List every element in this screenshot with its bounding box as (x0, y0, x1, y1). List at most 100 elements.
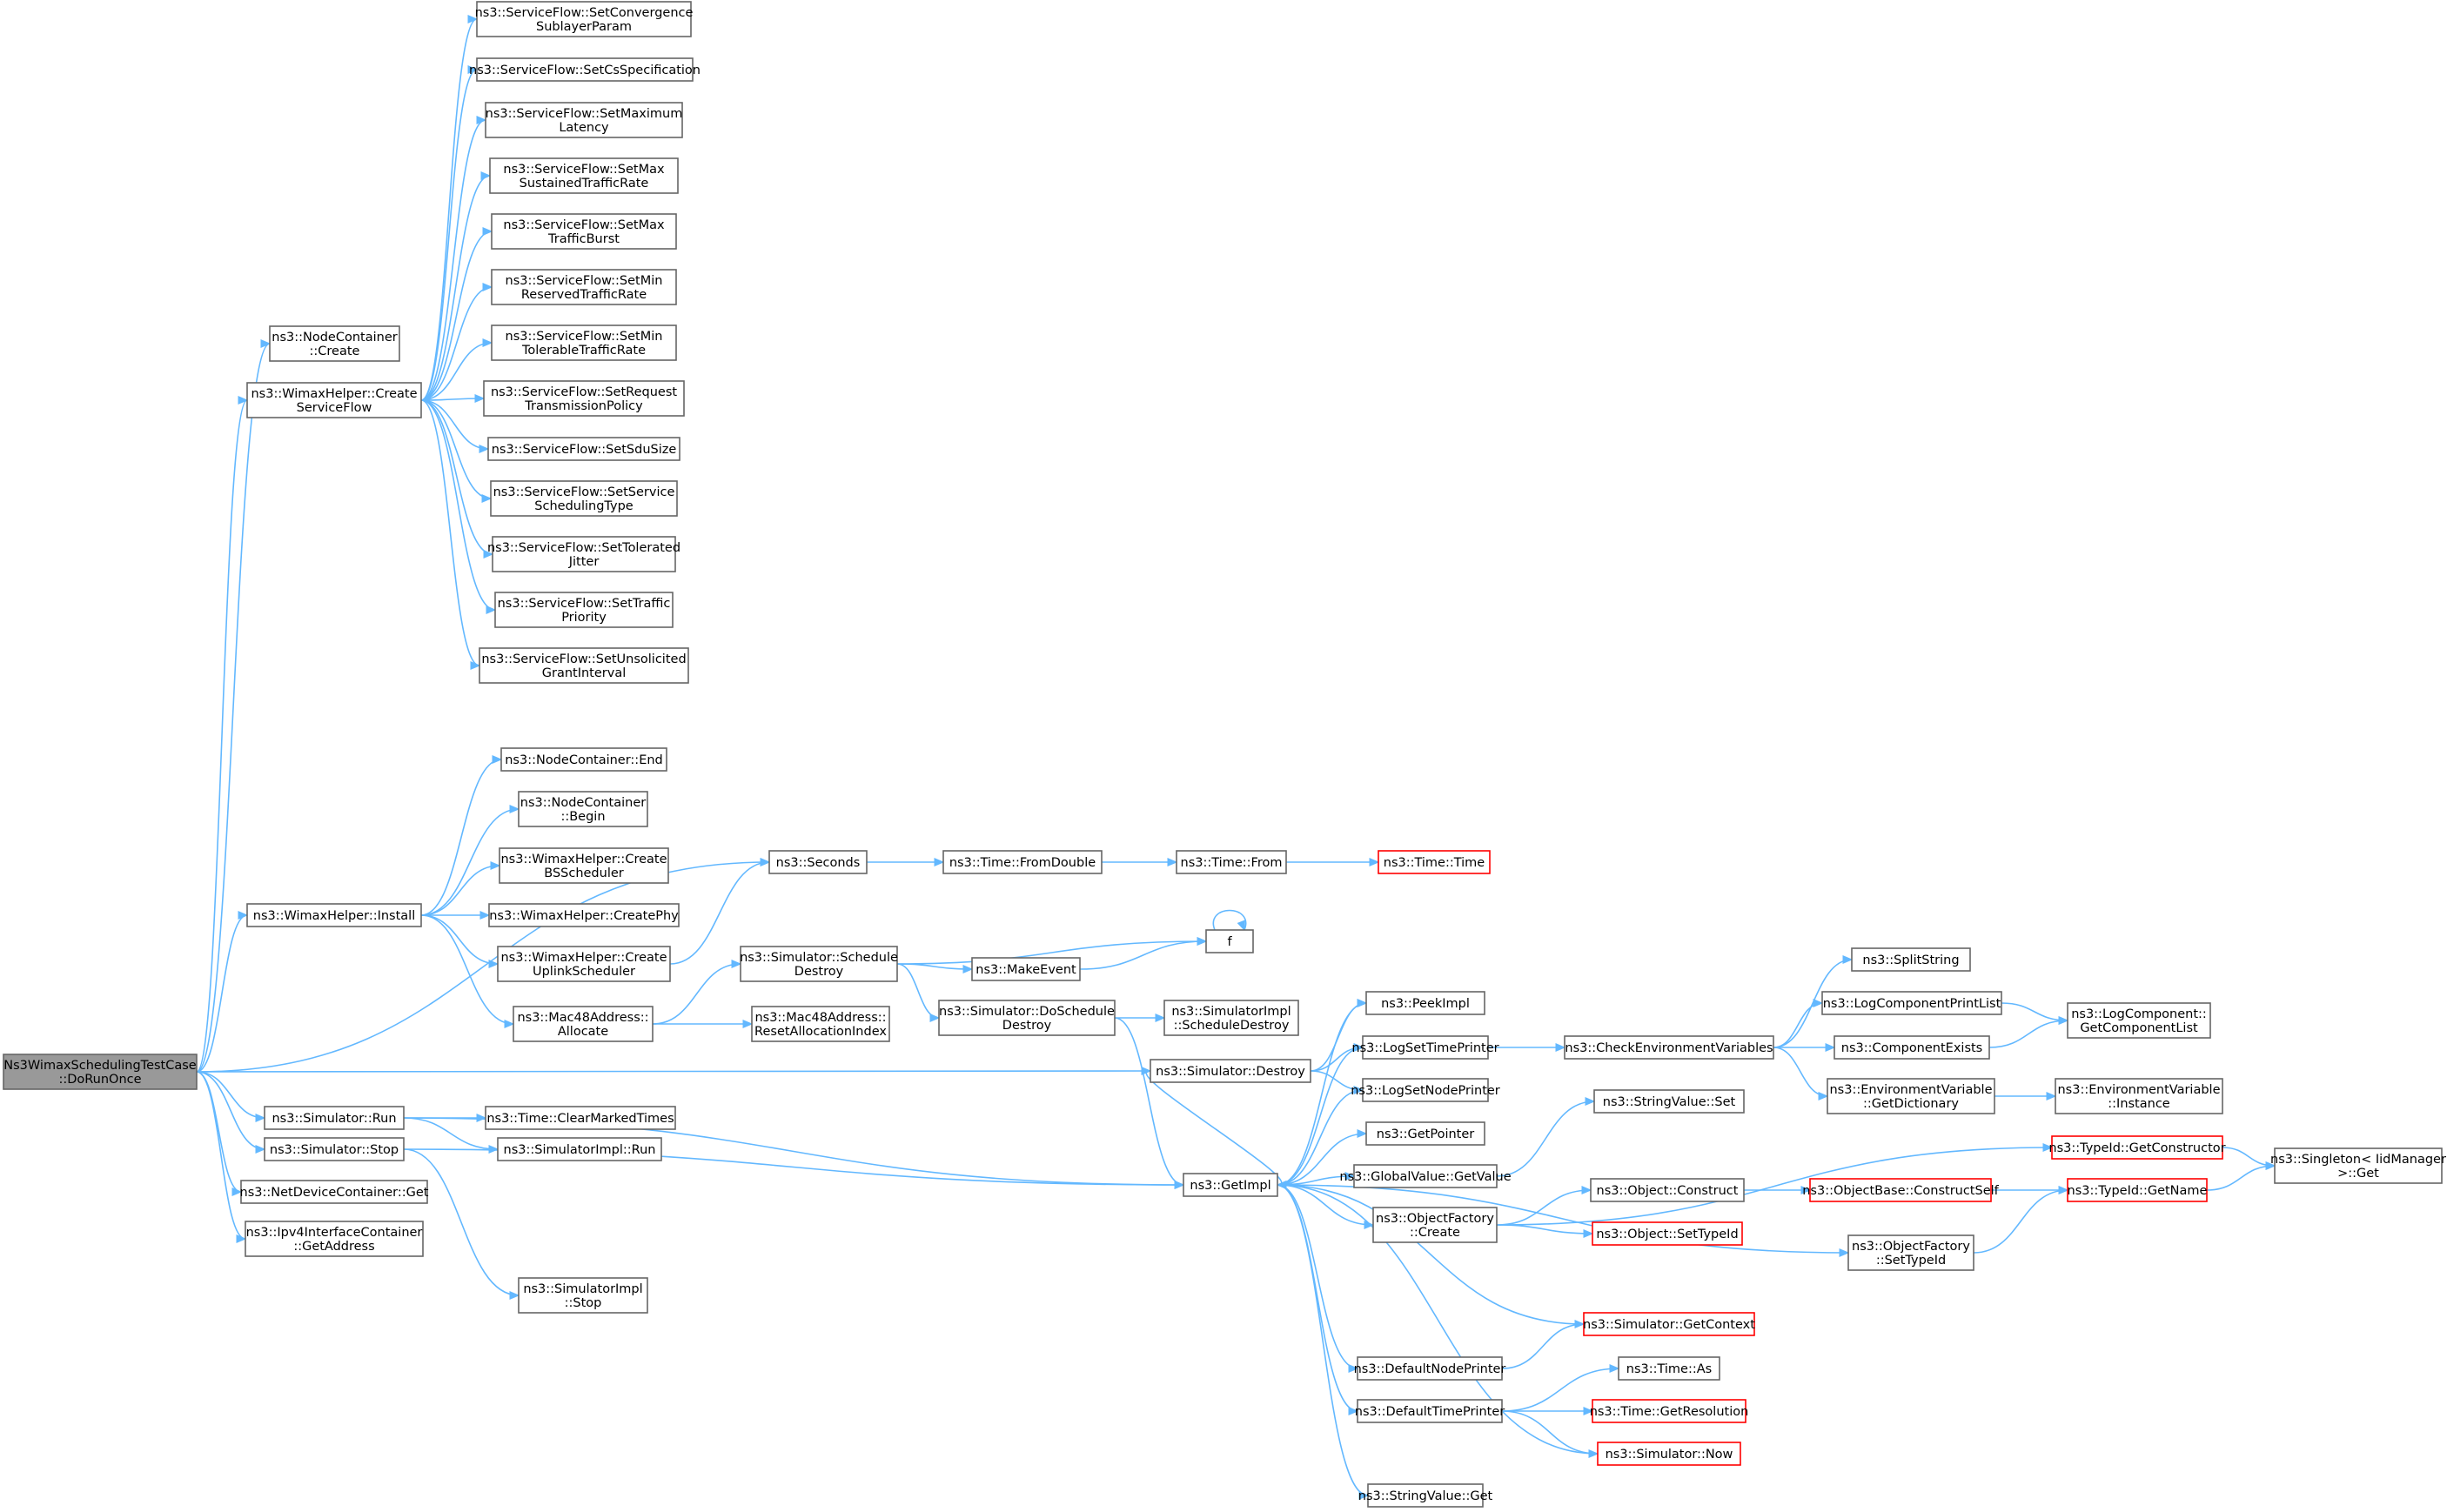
node-nc_end[interactable]: ns3::NodeContainer::End (500, 747, 667, 772)
node-box[interactable] (1592, 1221, 1743, 1246)
node-box[interactable] (2051, 1135, 2223, 1160)
node-box[interactable] (942, 850, 1103, 874)
node-box[interactable] (497, 1137, 662, 1161)
node-sim_run[interactable]: ns3::Simulator::Run (264, 1106, 405, 1130)
node-peekimpl[interactable]: ns3::PeekImpl (1365, 991, 1485, 1015)
node-box[interactable] (1851, 947, 1971, 972)
node-simimpl_run[interactable]: ns3::SimulatorImpl::Run (497, 1137, 662, 1161)
node-box[interactable] (492, 536, 676, 572)
node-logcomp_print[interactable]: ns3::LogComponentPrintList (1821, 991, 2002, 1015)
node-sf_req[interactable]: ns3::ServiceFlow::SetRequestTransmission… (483, 380, 685, 417)
node-box[interactable] (518, 1277, 648, 1314)
node-box[interactable] (740, 946, 898, 982)
node-box[interactable] (476, 1, 692, 37)
node-box[interactable] (1353, 1164, 1498, 1188)
node-box[interactable] (1365, 991, 1485, 1015)
node-box[interactable] (246, 903, 422, 927)
node-getimpl[interactable]: ns3::GetImpl (1183, 1173, 1278, 1197)
node-box[interactable] (490, 480, 678, 517)
node-box[interactable] (751, 1006, 890, 1042)
node-compexists[interactable]: ns3::ComponentExists (1834, 1035, 1990, 1060)
node-box[interactable] (476, 57, 694, 82)
node-box[interactable] (494, 592, 674, 628)
node-gv_getvalue[interactable]: ns3::GlobalValue::GetValue (1339, 1164, 1512, 1188)
node-time_getres[interactable]: ns3::Time::GetResolution (1590, 1399, 1749, 1423)
node-ndc_get[interactable]: ns3::NetDeviceContainer::Get (240, 1180, 429, 1204)
node-box[interactable] (1205, 929, 1254, 953)
node-box[interactable] (245, 1221, 424, 1257)
node-simimpl_schedd[interactable]: ns3::SimulatorImpl::ScheduleDestroy (1163, 1000, 1299, 1036)
node-box[interactable] (485, 102, 683, 138)
node-envvar_dict[interactable]: ns3::EnvironmentVariable::GetDictionary (1827, 1078, 1995, 1114)
node-box[interactable] (2274, 1147, 2443, 1184)
node-box[interactable] (1362, 1078, 1489, 1102)
node-sv_get[interactable]: ns3::StringValue::Get (1358, 1483, 1493, 1508)
node-box[interactable] (1827, 1078, 1995, 1114)
node-box[interactable] (1597, 1442, 1741, 1466)
node-box[interactable] (1378, 850, 1491, 874)
node-defnode[interactable]: ns3::DefaultNodePrinter (1354, 1356, 1506, 1381)
node-box[interactable] (489, 157, 679, 194)
node-box[interactable] (240, 1180, 428, 1204)
node-nc_create[interactable]: ns3::NodeContainer::Create (269, 325, 400, 362)
node-box[interactable] (938, 1000, 1116, 1036)
node-time_clear[interactable]: ns3::Time::ClearMarkedTimes (485, 1106, 676, 1130)
node-box[interactable] (1590, 1178, 1745, 1202)
node-box[interactable] (491, 213, 677, 250)
node-box[interactable] (497, 946, 671, 982)
node-box[interactable] (1357, 1356, 1503, 1381)
node-deftime[interactable]: ns3::DefaultTimePrinter (1355, 1399, 1505, 1423)
node-box[interactable] (488, 903, 680, 927)
node-box[interactable] (264, 1137, 405, 1161)
node-logsetnode[interactable]: ns3::LogSetNodePrinter (1351, 1078, 1500, 1102)
node-sim_stop[interactable]: ns3::Simulator::Stop (264, 1137, 405, 1161)
node-box[interactable] (1592, 1399, 1746, 1423)
node-wh_install[interactable]: ns3::WimaxHelper::Install (246, 903, 422, 927)
node-box[interactable] (487, 437, 680, 461)
node-box[interactable] (485, 1106, 676, 1130)
node-box[interactable] (483, 380, 685, 417)
node-box[interactable] (500, 747, 667, 772)
node-box[interactable] (1365, 1121, 1485, 1146)
node-makeevent[interactable]: ns3::MakeEvent (971, 957, 1081, 981)
node-box[interactable] (2067, 1178, 2208, 1202)
node-box[interactable] (768, 850, 868, 874)
node-getpointer[interactable]: ns3::GetPointer (1365, 1121, 1485, 1146)
node-sim_getctx[interactable]: ns3::Simulator::GetContext (1583, 1312, 1755, 1336)
node-nc_begin[interactable]: ns3::NodeContainer::Begin (518, 791, 648, 827)
node-time_as[interactable]: ns3::Time::As (1618, 1356, 1720, 1381)
node-of_create[interactable]: ns3::ObjectFactory::Create (1372, 1207, 1498, 1243)
node-box[interactable] (479, 647, 689, 684)
node-box[interactable] (246, 382, 422, 418)
node-simimpl_stop[interactable]: ns3::SimulatorImpl::Stop (518, 1277, 648, 1314)
node-sf_conv[interactable]: ns3::ServiceFlow::SetConvergenceSublayer… (475, 1, 694, 37)
node-sim_destroy[interactable]: ns3::Simulator::Destroy (1150, 1059, 1311, 1083)
node-of_settypeid[interactable]: ns3::ObjectFactory::SetTypeId (1847, 1234, 1974, 1271)
node-box[interactable] (2055, 1078, 2223, 1114)
node-wh_phy[interactable]: ns3::WimaxHelper::CreatePhy (488, 903, 680, 927)
node-box[interactable] (491, 269, 677, 305)
node-mac_reset[interactable]: ns3::Mac48Address::ResetAllocationIndex (751, 1006, 890, 1042)
node-box[interactable] (264, 1106, 405, 1130)
node-box[interactable] (2067, 1002, 2211, 1039)
node-typeid_getname[interactable]: ns3::TypeId::GetName (2067, 1178, 2208, 1202)
node-time_from[interactable]: ns3::Time::From (1176, 850, 1287, 874)
node-box[interactable] (1564, 1035, 1774, 1060)
node-box[interactable] (1150, 1059, 1311, 1083)
node-box[interactable] (1583, 1312, 1755, 1336)
node-box[interactable] (3, 1054, 198, 1090)
node-sf_sdu[interactable]: ns3::ServiceFlow::SetSduSize (487, 437, 680, 461)
node-sf_minres[interactable]: ns3::ServiceFlow::SetMinReservedTrafficR… (491, 269, 677, 305)
node-box[interactable] (518, 791, 648, 827)
node-box[interactable] (1176, 850, 1287, 874)
node-sf_mintol[interactable]: ns3::ServiceFlow::SetMinTolerableTraffic… (491, 324, 677, 361)
node-time_fromdouble[interactable]: ns3::Time::FromDouble (942, 850, 1103, 874)
node-logsettime[interactable]: ns3::LogSetTimePrinter (1351, 1035, 1499, 1060)
node-box[interactable] (491, 324, 677, 361)
